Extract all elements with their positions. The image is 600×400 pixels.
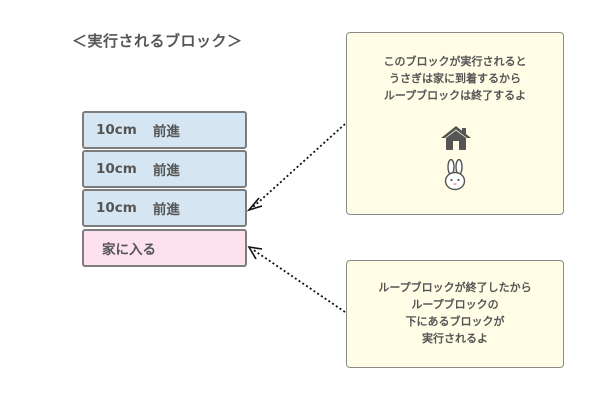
note-top: このブロックが実行されると うさぎは家に到着するから ループブロックは終了するよ bbox=[346, 32, 564, 215]
block-distance: 10cm bbox=[96, 161, 137, 177]
diagram-title: ＜実行されるブロック＞ bbox=[72, 32, 243, 50]
move-forward-block-2: 10cm 前進 bbox=[82, 150, 247, 188]
arrow-top-note-to-block bbox=[246, 123, 346, 212]
move-forward-block-1: 10cm 前進 bbox=[82, 111, 247, 149]
block-distance: 10cm bbox=[96, 122, 137, 138]
note-top-line-2: うさぎは家に到着するから bbox=[389, 72, 521, 85]
block-action: 前進 bbox=[152, 163, 180, 179]
house-icon bbox=[441, 126, 471, 150]
enter-home-block: 家に入る bbox=[82, 229, 247, 267]
note-bottom-line-2: ループブロックの bbox=[411, 298, 499, 311]
note-bottom-line-1: ループブロックが終了したから bbox=[378, 281, 532, 294]
note-top-line-1: このブロックが実行されると bbox=[383, 55, 527, 68]
note-top-line-3: ループブロックは終了するよ bbox=[383, 89, 527, 102]
block-distance: 10cm bbox=[96, 200, 137, 216]
move-forward-block-3: 10cm 前進 bbox=[82, 189, 247, 227]
note-bottom-line-4: 実行されるよ bbox=[422, 332, 488, 345]
block-action: 前進 bbox=[152, 202, 180, 218]
note-bottom: ループブロックが終了したから ループブロックの 下にあるブロックが 実行されるよ bbox=[346, 260, 564, 368]
note-bottom-line-3: 下にあるブロックが bbox=[405, 315, 505, 328]
block-label: 家に入る bbox=[102, 242, 156, 258]
arrow-bottom-note-to-block bbox=[247, 245, 346, 313]
block-action: 前進 bbox=[152, 124, 180, 140]
rabbit-icon bbox=[444, 159, 466, 191]
